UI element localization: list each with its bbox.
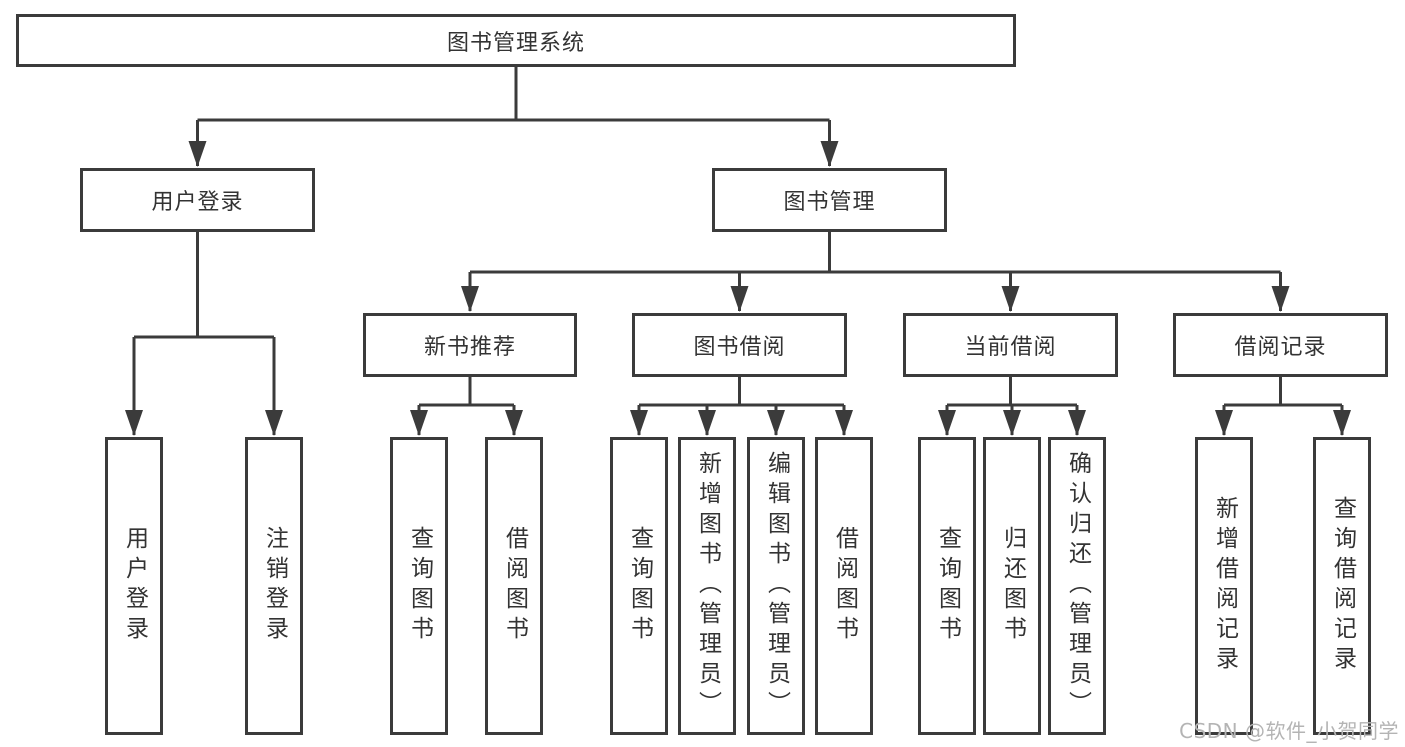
node-borrowing-records: 借阅记录 bbox=[1173, 313, 1388, 377]
node-user-login: 用户登录 bbox=[80, 168, 315, 232]
node-label: 借阅记录 bbox=[1234, 335, 1327, 360]
node-library-management-system: 图书管理系统 bbox=[16, 14, 1016, 67]
node-label: 图书管理 bbox=[783, 190, 876, 215]
node-current-borrowing: 当前借阅 bbox=[903, 313, 1118, 377]
leaf-query-books-current: 查询图书 bbox=[918, 437, 976, 735]
node-label: 当前借阅 bbox=[964, 335, 1057, 360]
node-book-management: 图书管理 bbox=[712, 168, 947, 232]
leaf-label: 查询图书 bbox=[406, 526, 433, 646]
leaf-label: 用户登录 bbox=[121, 526, 148, 646]
csdn-watermark: CSDN @软件_小贺同学 bbox=[1179, 719, 1399, 743]
leaf-label: 注销登录 bbox=[261, 526, 288, 646]
leaf-label: 归还图书 bbox=[999, 526, 1026, 646]
leaf-label: 新增借阅记录 bbox=[1211, 496, 1238, 676]
leaf-label: 查询图书 bbox=[934, 526, 961, 646]
leaf-add-book-admin: 新增图书（管理员） bbox=[678, 437, 736, 735]
leaf-borrow-books-recommend: 借阅图书 bbox=[485, 437, 543, 735]
leaf-label: 编辑图书（管理员） bbox=[763, 451, 790, 721]
node-new-book-recommendation: 新书推荐 bbox=[363, 313, 577, 377]
leaf-label: 确认归还（管理员） bbox=[1064, 451, 1091, 721]
node-label: 用户登录 bbox=[151, 190, 244, 215]
leaf-label: 查询图书 bbox=[626, 526, 653, 646]
node-label: 图书管理系统 bbox=[446, 30, 585, 56]
node-label: 图书借阅 bbox=[693, 335, 786, 360]
node-label: 新书推荐 bbox=[423, 335, 516, 360]
leaf-logout: 注销登录 bbox=[245, 437, 303, 735]
node-book-borrowing: 图书借阅 bbox=[632, 313, 847, 377]
leaf-label: 查询借阅记录 bbox=[1329, 496, 1356, 676]
leaf-confirm-return-admin: 确认归还（管理员） bbox=[1048, 437, 1106, 735]
leaf-user-login: 用户登录 bbox=[105, 437, 163, 735]
leaf-query-borrow-record: 查询借阅记录 bbox=[1313, 437, 1371, 735]
leaf-return-books: 归还图书 bbox=[983, 437, 1041, 735]
leaf-add-borrow-record: 新增借阅记录 bbox=[1195, 437, 1253, 735]
leaf-label: 新增图书（管理员） bbox=[694, 451, 721, 721]
leaf-query-books-borrowing: 查询图书 bbox=[610, 437, 668, 735]
leaf-label: 借阅图书 bbox=[501, 526, 528, 646]
leaf-query-books-recommend: 查询图书 bbox=[390, 437, 448, 735]
leaf-borrow-books-borrowing: 借阅图书 bbox=[815, 437, 873, 735]
leaf-edit-book-admin: 编辑图书（管理员） bbox=[747, 437, 805, 735]
leaf-label: 借阅图书 bbox=[831, 526, 858, 646]
